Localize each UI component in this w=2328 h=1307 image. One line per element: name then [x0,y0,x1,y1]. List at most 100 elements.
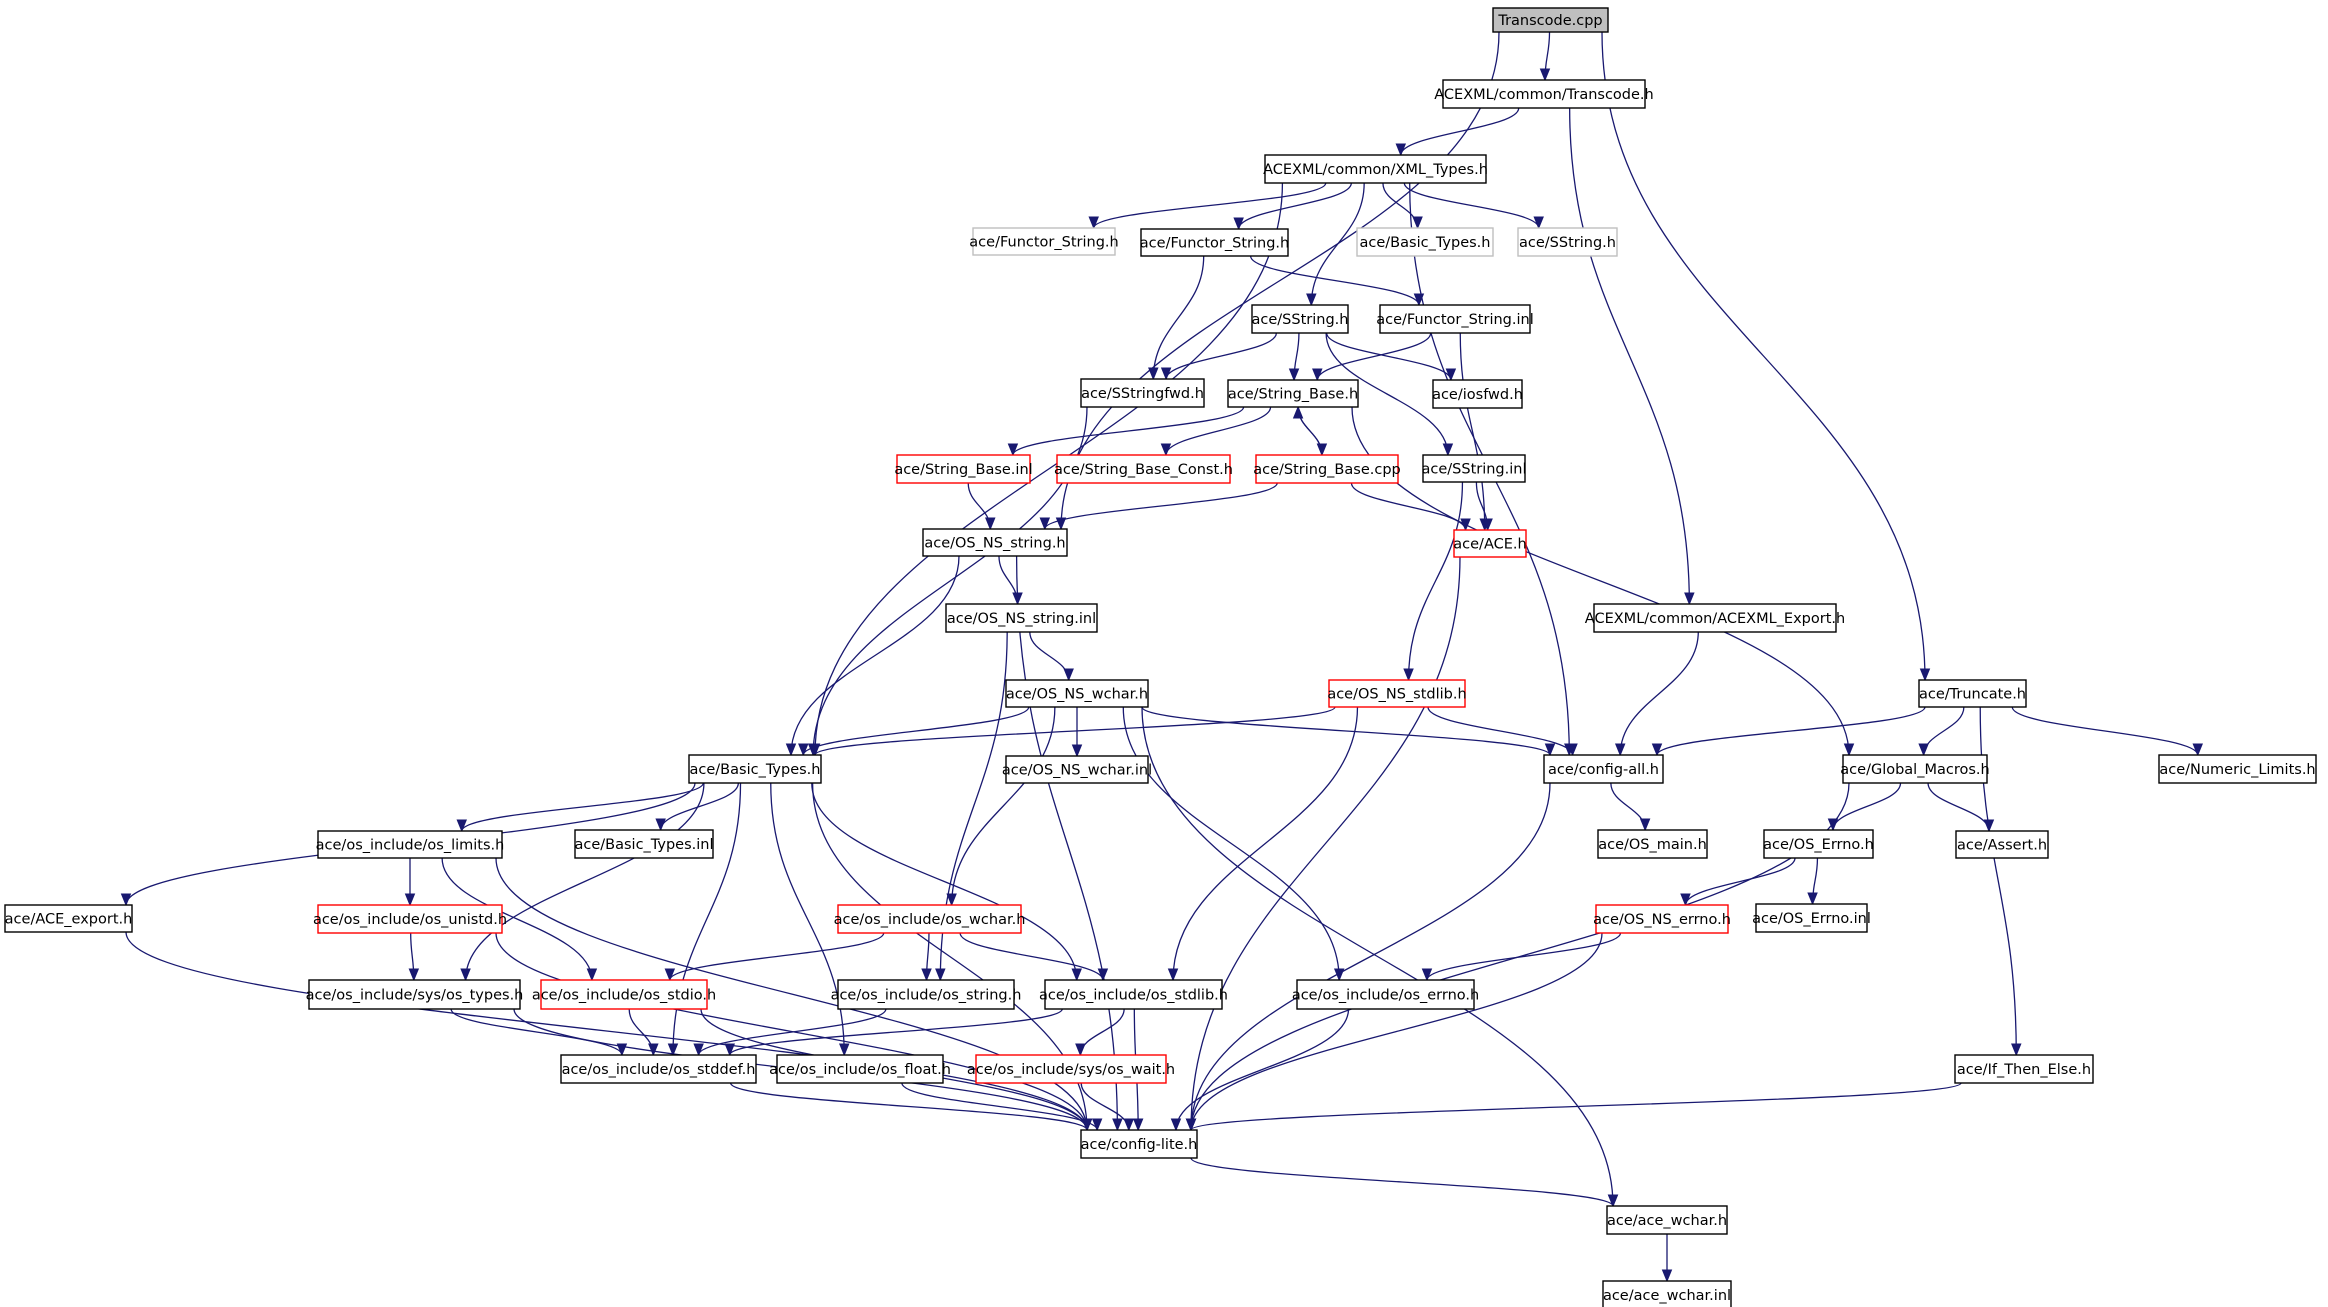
node-ace-truncate-h[interactable]: ace/Truncate.h [1918,679,2027,708]
node-ace-string-base-h[interactable]: ace/String_Base.h [1227,379,1359,408]
node-acexml-common-xml-types-h[interactable]: ACEXML/common/XML_Types.h [1263,154,1488,184]
node-label: ace/OS_Errno.inl [1752,911,1871,927]
node-ace-os-include-os-unistd-h[interactable]: ace/os_include/os_unistd.h [313,904,507,934]
edge-arrowhead [667,1043,679,1057]
edge-line [770,782,845,1056]
node-ace-global-macros-h[interactable]: ace/Global_Macros.h [1840,754,1990,784]
edge-line [959,932,1104,981]
node-ace-os-include-os-stddef-h[interactable]: ace/os_include/os_stddef.h [560,1054,757,1084]
node-label: ace/ACE.h [1453,537,1526,553]
edge-arrowhead [1843,743,1855,757]
node-ace-sstring-h: ace/SString.h [1517,227,1618,257]
dependency-edge [1475,481,1493,532]
node-ace-if-then-else-h[interactable]: ace/If_Then_Else.h [1954,1054,2094,1084]
dependency-edge [460,782,705,982]
edge-arrowhead [648,1043,659,1057]
dependency-edge [1080,1082,1135,1132]
edge-arrowhead [120,893,132,907]
node-ace-os-main-h[interactable]: ace/OS_main.h [1597,829,1708,859]
node-ace-os-include-os-wchar-h[interactable]: ace/os_include/os_wchar.h [834,904,1026,934]
node-ace-string-base-cpp[interactable]: ace/String_Base.cpp [1253,454,1401,484]
dependency-edge [1297,406,1328,457]
node-ace-functor-string-inl[interactable]: ace/Functor_String.inl [1376,304,1534,334]
node-ace-iosfwd-h[interactable]: ace/iosfwd.h [1432,379,1523,409]
dependency-edge [809,706,1336,757]
edge-arrowhead [1403,668,1414,682]
node-ace-os-include-os-errno-h[interactable]: ace/os_include/os_errno.h [1292,979,1479,1010]
node-ace-config-all-h[interactable]: ace/config-all.h [1543,754,1664,784]
edge-arrowhead [1680,893,1691,907]
node-ace-config-lite-h[interactable]: ace/config-lite.h [1080,1129,1198,1159]
node-ace-os-ns-string-h[interactable]: ace/OS_NS_string.h [922,528,1068,557]
node-ace-os-include-sys-os-wait-h[interactable]: ace/os_include/sys/os_wait.h [967,1054,1175,1084]
node-ace-ace-wchar-h[interactable]: ace/ace_wchar.h [1606,1205,1728,1235]
edge-arrowhead [1607,1194,1619,1208]
edge-line [1426,932,1622,981]
dependency-edge [1325,332,1454,457]
dependency-edge [959,932,1109,982]
edge-line [1325,332,1452,381]
dependency-edge [628,1008,659,1057]
node-label: ace/Functor_String.h [969,235,1118,251]
graph-edges [120,31,2203,1283]
node-ace-ace-wchar-inl[interactable]: ace/ace_wchar.inl [1602,1280,1732,1307]
edge-line [441,857,593,981]
node-ace-ace-h[interactable]: ace/ACE.h [1453,529,1527,558]
node-ace-string-base-inl[interactable]: ace/String_Base.inl [894,454,1033,484]
node-ace-os-errno-h[interactable]: ace/OS_Errno.h [1763,829,1874,859]
edge-line [1165,406,1272,456]
edge-arrowhead [1292,405,1304,419]
dependency-edge [1170,1008,1350,1132]
node-label: ace/OS_NS_wchar.inl [1002,763,1152,779]
dependency-edge [1160,406,1272,457]
node-label: ace/os_include/os_stdio.h [532,988,716,1004]
edge-line [790,555,960,756]
dependency-edge [1039,482,1278,531]
node-ace-os-errno-inl[interactable]: ace/OS_Errno.inl [1752,903,1871,933]
dependency-edge [1148,255,1205,381]
node-ace-sstring-inl[interactable]: ace/SString.inl [1422,454,1527,483]
node-ace-sstringfwd-h[interactable]: ace/SStringfwd.h [1080,378,1205,408]
node-ace-os-include-sys-os-types-h[interactable]: ace/os_include/sys/os_types.h [306,979,524,1010]
edge-arrowhead [1063,668,1074,682]
edge-line [1927,782,1990,832]
node-ace-numeric-limits-h[interactable]: ace/Numeric_Limits.h [2158,754,2317,784]
node-label: ace/Basic_Types.inl [574,837,713,853]
node-acexml-common-acexml-export-h[interactable]: ACEXML/common/ACEXML_Export.h [1585,603,1845,633]
node-ace-os-include-os-string-h[interactable]: ace/os_include/os_string.h [831,979,1022,1010]
node-ace-basic-types-h[interactable]: ace/Basic_Types.h [688,754,822,784]
dependency-edge [1614,631,1699,757]
node-ace-os-ns-wchar-inl[interactable]: ace/OS_NS_wchar.inl [1002,755,1152,784]
root-node-transcode-cpp[interactable]: Transcode.cpp [1492,7,1609,33]
node-box [1255,454,1399,484]
edge-arrowhead [1071,968,1082,982]
node-ace-os-ns-string-inl[interactable]: ace/OS_NS_string.inl [945,603,1098,633]
node-label: ace/iosfwd.h [1432,387,1523,403]
edge-line [1403,182,1540,229]
node-ace-ace-export-h[interactable]: ace/ACE_export.h [4,904,133,933]
node-ace-sstring-h[interactable]: ace/SString.h [1251,304,1349,334]
node-ace-os-include-os-float-h[interactable]: ace/os_include/os_float.h [769,1054,951,1084]
node-box [1606,1205,1728,1235]
node-ace-string-base-const-h[interactable]: ace/String_Base_Const.h [1054,454,1233,484]
node-ace-functor-string-h[interactable]: ace/Functor_String.h [1140,228,1289,257]
node-acexml-common-transcode-h[interactable]: ACEXML/common/Transcode.h [1434,79,1654,109]
dependency-edge [1395,107,1520,157]
node-box [1918,679,2027,708]
node-label: ace/Basic_Types.h [690,762,821,778]
node-box [2158,754,2317,784]
node-box [1955,830,2049,859]
dependency-edge [1539,31,1551,82]
node-ace-os-include-os-stdlib-h[interactable]: ace/os_include/os_stdlib.h [1039,979,1228,1010]
node-ace-basic-types-inl[interactable]: ace/Basic_Types.inl [574,829,714,859]
node-ace-os-include-os-limits-h[interactable]: ace/os_include/os_limits.h [316,830,505,859]
node-ace-os-ns-wchar-h[interactable]: ace/OS_NS_wchar.h [1005,679,1149,708]
edge-arrowhead [2192,743,2203,757]
node-label: ace/os_include/os_string.h [831,988,1022,1004]
edge-line [450,1008,623,1056]
node-ace-assert-h[interactable]: ace/Assert.h [1955,830,2049,859]
node-ace-os-ns-errno-h[interactable]: ace/OS_NS_errno.h [1593,904,1731,934]
node-ace-os-ns-stdlib-h[interactable]: ace/OS_NS_stdlib.h [1327,679,1467,708]
node-label: ace/OS_NS_stdlib.h [1327,687,1466,703]
node-ace-os-include-os-stdio-h[interactable]: ace/os_include/os_stdio.h [532,979,716,1010]
